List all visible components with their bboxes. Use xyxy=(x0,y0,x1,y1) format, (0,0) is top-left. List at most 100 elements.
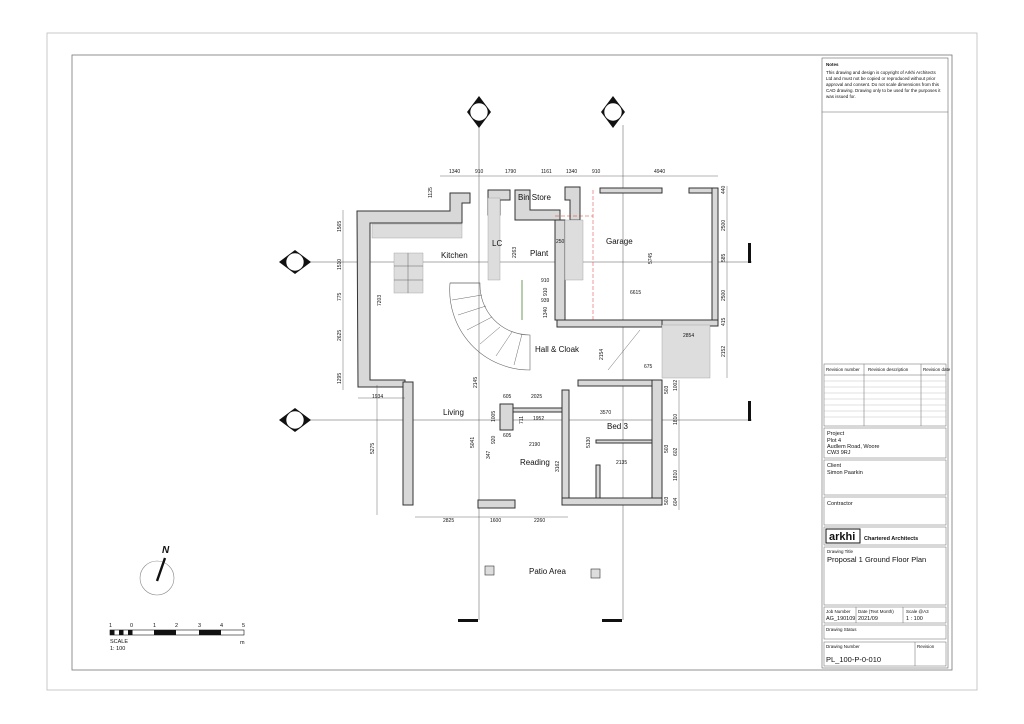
client-label: Client xyxy=(827,463,842,469)
north-label: N xyxy=(162,545,170,556)
floor-plan-walls xyxy=(356,186,719,509)
dim-label: 910 xyxy=(475,169,484,175)
dim-label: 5041 xyxy=(470,437,476,448)
drawing-frame xyxy=(71,54,953,671)
dimension-lines xyxy=(342,175,728,518)
dim-label: 1340 xyxy=(449,169,460,175)
dim-label: 503 xyxy=(664,496,670,505)
sheet-border xyxy=(46,32,978,691)
date-label: Date (Text Month) xyxy=(858,609,894,614)
drawing-number-label: Drawing Number xyxy=(826,644,860,649)
dim-label: 1510 xyxy=(337,259,343,270)
dim-label: 939 xyxy=(541,298,550,304)
dim-label: 604 xyxy=(673,497,679,506)
drawing-number-section: Drawing Number PL_100-P-0-010 Revision xyxy=(823,641,947,667)
room-label-patio-area: Patio Area xyxy=(529,567,566,576)
notes-line: approval and consent. Do not scale dimen… xyxy=(826,82,940,87)
room-label-kitchen: Kitchen xyxy=(441,251,468,260)
dim-label: 1600 xyxy=(490,518,501,524)
scale-bar: 1 0 1 2 3 4 5 m SCALE 1: 100 xyxy=(109,623,245,652)
room-labels: Kitchen LC Bin Store Plant Garage Hall &… xyxy=(441,193,633,576)
dim-label: 605 xyxy=(503,394,512,400)
room-label-living: Living xyxy=(443,408,464,417)
dim-label: 910 xyxy=(592,169,601,175)
room-label-bed-3: Bed 3 xyxy=(607,422,628,431)
drawing-title-label: Drawing Title xyxy=(827,549,854,554)
revision-date-header: Revision date xyxy=(923,367,951,372)
drawing-number: PL_100-P-0-010 xyxy=(826,655,881,664)
dim-label: 2260 xyxy=(534,518,545,524)
room-label-plant: Plant xyxy=(530,249,549,258)
dim-label: 1810 xyxy=(673,414,679,425)
dim-label: 711 xyxy=(519,416,525,424)
client-name: Simon Paarkin xyxy=(827,470,863,476)
scale-unit: m xyxy=(240,640,245,646)
dim-label: 2025 xyxy=(531,394,542,400)
dim-label: 920 xyxy=(491,435,497,444)
dim-label: 7203 xyxy=(377,295,383,306)
dim-label: 415 xyxy=(721,317,727,326)
dim-label: 2135 xyxy=(616,460,627,466)
scale-label: SCALE xyxy=(110,639,128,645)
notes-section: Notes This drawing and design is copyrig… xyxy=(822,62,948,113)
notes-line: Ltd and must not be copied or reproduced… xyxy=(826,76,936,81)
dim-label: 1295 xyxy=(337,373,343,384)
notes-line: CAD drawing. Drawing only to be used for… xyxy=(826,88,941,93)
scale-tick: 1 xyxy=(153,623,156,629)
room-label-bin-store: Bin Store xyxy=(518,193,551,202)
logo-text: arkhi xyxy=(829,531,855,543)
dim-label: 4940 xyxy=(654,169,665,175)
dim-label: 5275 xyxy=(370,443,376,454)
dim-label: 2263 xyxy=(512,247,518,258)
room-label-garage: Garage xyxy=(606,237,633,246)
dim-label: 2854 xyxy=(683,333,694,339)
dim-label: 3162 xyxy=(555,461,561,472)
garage-door-line xyxy=(555,190,641,371)
dim-label: 1810 xyxy=(673,470,679,481)
north-arrow-icon: N xyxy=(139,545,175,596)
drawing-title-section: Drawing Title Proposal 1 Ground Floor Pl… xyxy=(823,546,947,606)
section-marker-icon xyxy=(279,96,625,432)
dim-label: 347 xyxy=(486,450,492,459)
project-section: Project Plot 4 Audlem Road, Woore CW3 9R… xyxy=(823,427,947,459)
dim-label: 6615 xyxy=(630,290,641,296)
revision-description-header: Revision description xyxy=(868,367,909,372)
revision-label: Revision xyxy=(917,644,935,649)
revision-table: Revision number Revision description Rev… xyxy=(823,363,951,427)
dim-label: 1790 xyxy=(505,169,516,175)
dim-label: 5745 xyxy=(648,253,654,264)
dim-label: 1934 xyxy=(372,394,383,400)
dim-label: 1565 xyxy=(337,221,343,232)
scale-value: 1 : 100 xyxy=(906,616,923,622)
kitchen-units xyxy=(371,197,584,294)
dim-label: 5130 xyxy=(586,437,592,448)
dim-label: 1952 xyxy=(533,416,544,422)
scale-tick: 4 xyxy=(220,623,223,629)
dim-label: 440 xyxy=(721,185,727,194)
dim-label: 1340 xyxy=(543,307,549,318)
dim-label: 2825 xyxy=(443,518,454,524)
room-label-hall-cloak: Hall & Cloak xyxy=(535,345,580,354)
dim-label: 1005 xyxy=(491,411,497,422)
dim-label: 1002 xyxy=(673,380,679,391)
notes-line: This drawing and design is copyright of … xyxy=(826,70,937,75)
dim-label: 2152 xyxy=(721,346,727,357)
dim-label: 602 xyxy=(673,447,679,456)
section-lines xyxy=(280,125,752,622)
job-info-section: Job Number AG_190109 Date (Text Month) 2… xyxy=(823,606,947,624)
dim-label: 2190 xyxy=(529,442,540,448)
dim-label: 250 xyxy=(556,239,565,245)
dim-label: 1161 xyxy=(541,169,552,175)
staircase xyxy=(449,280,531,371)
dim-label: 910 xyxy=(541,278,550,284)
patio-columns xyxy=(484,565,601,579)
scale-tick: 1 xyxy=(109,623,112,629)
project-line: CW3 9RJ xyxy=(827,450,851,456)
room-label-lc: LC xyxy=(492,239,502,248)
contractor-label: Contractor xyxy=(827,501,853,507)
contractor-section: Contractor xyxy=(823,496,947,526)
title-block: Notes This drawing and design is copyrig… xyxy=(821,57,951,669)
notes-heading: Notes xyxy=(826,62,839,67)
client-section: Client Simon Paarkin xyxy=(823,459,947,496)
